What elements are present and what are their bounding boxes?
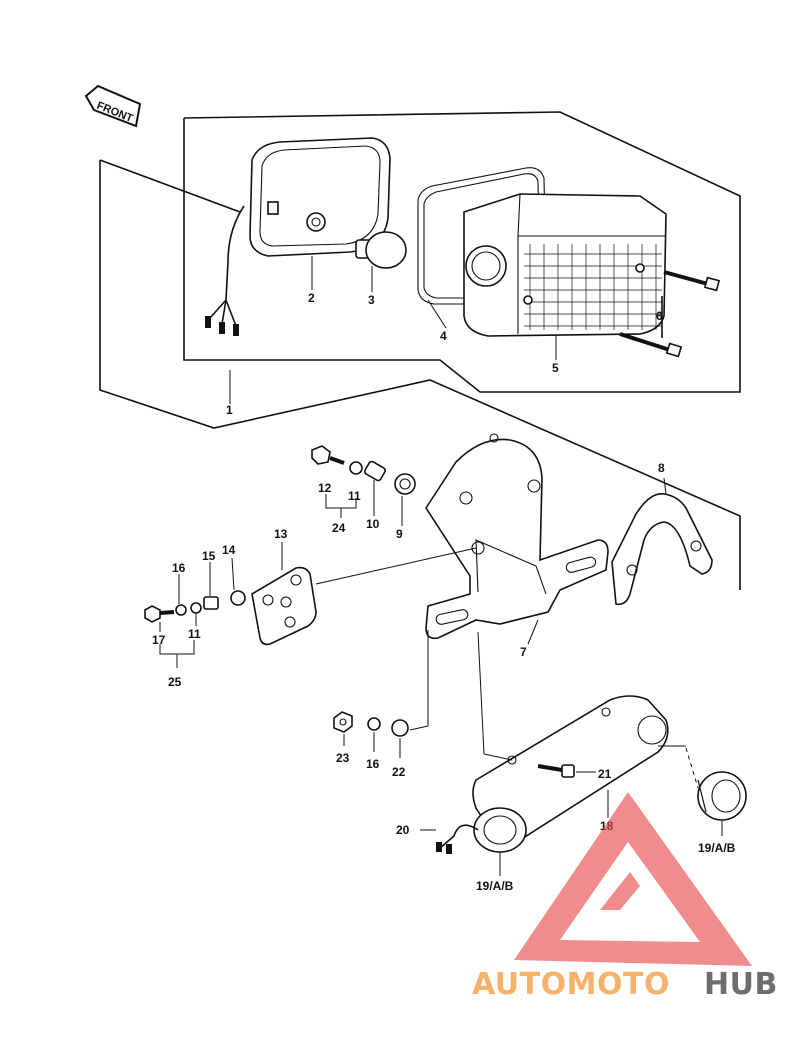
rear-bracket-7: [425, 433, 609, 640]
label-19-right: 19/A/B: [698, 841, 736, 855]
lamp-housing: [249, 137, 391, 257]
nut-23: [333, 711, 353, 733]
label-12: 12: [318, 481, 332, 495]
label-19-left: 19/A/B: [476, 879, 514, 893]
label-5: 5: [552, 361, 559, 375]
label-24: 24: [332, 521, 346, 535]
label-16-left: 16: [172, 561, 186, 575]
callout-labels: 1 2 3 4 5 6 7 8 9 10 11 11 12 13 14 15 1…: [152, 291, 736, 893]
lockwasher-16-left: [175, 604, 187, 616]
grommet-9: [394, 473, 416, 495]
label-17: 17: [152, 633, 166, 647]
label-11-left: 11: [188, 627, 201, 641]
label-13: 13: [274, 527, 288, 541]
label-7: 7: [520, 645, 527, 659]
front-arrow-tag: FRONT: [84, 84, 142, 128]
label-23: 23: [336, 751, 350, 765]
reflector-19-left: [473, 807, 527, 853]
label-14: 14: [222, 543, 236, 557]
collar-10: [364, 460, 386, 482]
washer-22: [391, 719, 409, 737]
lens-screws: [619, 270, 721, 358]
mounting-plate-13: [251, 566, 317, 646]
tail-lamp-assembly-outline: [99, 111, 741, 590]
watermark-text: AUTOMOTO HUB: [472, 967, 778, 1002]
tail-lamp-lens: [463, 193, 667, 337]
stay-8: [611, 493, 713, 606]
wiring-harness: [205, 205, 245, 336]
label-21: 21: [598, 767, 612, 781]
label-2: 2: [308, 291, 315, 305]
bolt-21: [537, 764, 575, 778]
label-3: 3: [368, 293, 375, 307]
label-20: 20: [396, 823, 410, 837]
lockwasher-16-lower: [367, 717, 381, 731]
watermark-part2: HUB: [704, 967, 778, 1002]
collar-15: [203, 596, 219, 610]
bolt-12: [311, 445, 345, 465]
label-6: 6: [656, 309, 663, 323]
label-11-top: 11: [348, 489, 361, 503]
label-25: 25: [168, 675, 182, 689]
bolt-17: [144, 605, 175, 623]
washer-11-left: [190, 602, 202, 614]
label-16-lower: 16: [366, 757, 380, 771]
label-15: 15: [202, 549, 216, 563]
label-8: 8: [658, 461, 665, 475]
label-4: 4: [440, 329, 447, 343]
washer-11-top: [349, 461, 363, 475]
label-10: 10: [366, 517, 380, 531]
watermark-part1: AUTOMOTO: [472, 967, 670, 1002]
watermark-logo: [514, 792, 752, 966]
leader-lines: [159, 256, 723, 876]
reflector-19-right: [697, 771, 747, 821]
label-1: 1: [226, 403, 233, 417]
label-9: 9: [396, 527, 403, 541]
washer-14: [230, 590, 246, 606]
bulb: [355, 231, 407, 269]
label-22: 22: [392, 765, 406, 779]
wire-20: [436, 824, 479, 854]
